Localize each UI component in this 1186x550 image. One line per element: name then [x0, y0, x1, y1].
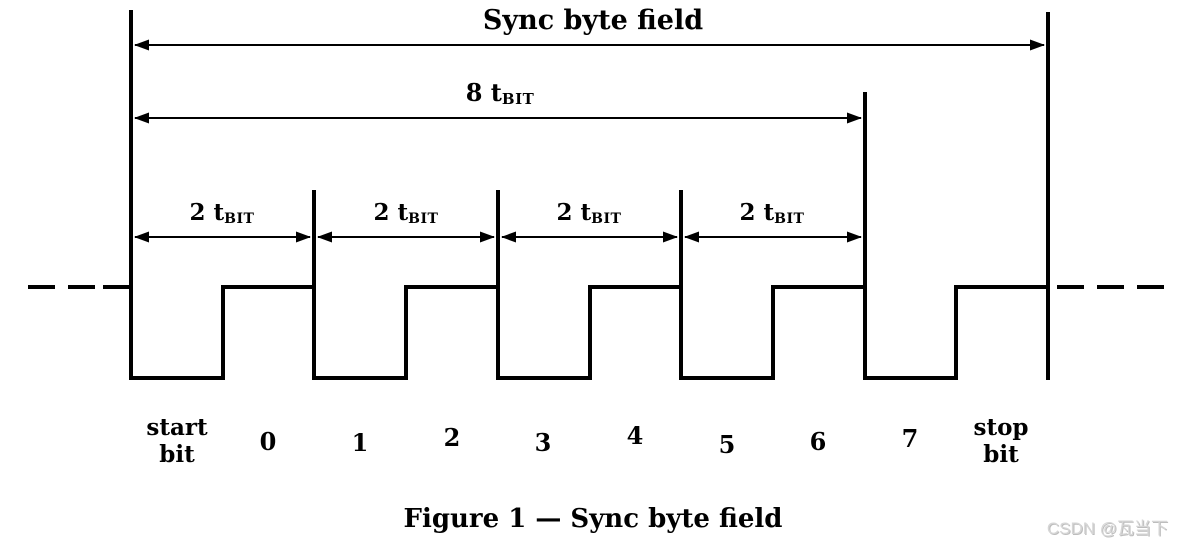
two-tbit-label-3-main: 2 t — [556, 199, 592, 226]
two-tbit-label-1-sub: BIT — [224, 211, 255, 227]
stop-bit-label: stop bit — [974, 414, 1029, 468]
bit-label-2: 2 — [443, 423, 461, 452]
figure-caption: Figure 1 — Sync byte field — [403, 504, 783, 534]
start-bit-label-line2: bit — [159, 441, 195, 468]
bit-label-3: 3 — [534, 428, 552, 457]
diagram-title: Sync byte field — [482, 5, 704, 36]
bit-label-4: 4 — [626, 421, 644, 450]
waveform-path — [103, 285, 1048, 380]
bit-label-6: 6 — [809, 427, 827, 456]
two-tbit-label-4-main: 2 t — [739, 199, 775, 226]
eight-tbit-label-main: 8 t — [465, 78, 502, 107]
bit-label-0: 0 — [259, 427, 277, 456]
two-tbit-label-2-main: 2 t — [373, 199, 409, 226]
two-tbit-label-2-sub: BIT — [408, 211, 439, 227]
two-tbit-label-3-sub: BIT — [591, 211, 622, 227]
eight-tbit-label-sub: BIT — [501, 90, 535, 108]
two-tbit-label-4-sub: BIT — [774, 211, 805, 227]
stop-bit-label-line1: stop — [973, 414, 1029, 441]
start-bit-label: start bit — [146, 414, 207, 468]
start-bit-label-line1: start — [146, 414, 208, 441]
two-tbit-label-1-main: 2 t — [189, 199, 225, 226]
stop-bit-label-line2: bit — [983, 441, 1019, 468]
watermark: CSDN @瓦当下 — [1046, 519, 1168, 538]
bit-label-5: 5 — [718, 430, 736, 459]
bit-label-1: 1 — [351, 428, 369, 457]
bit-label-7: 7 — [901, 424, 919, 453]
